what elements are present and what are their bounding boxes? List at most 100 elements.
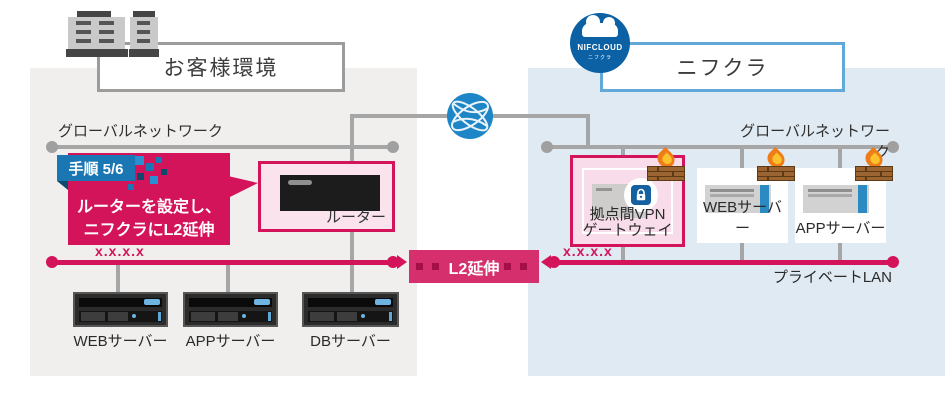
- gateway-led: [596, 188, 612, 191]
- nifcloud-logo-icon: NIFCLOUD ニフクラ: [570, 13, 630, 73]
- pixel-decoration: [156, 157, 162, 163]
- connector-line: [838, 147, 842, 168]
- rack-chip: [254, 299, 270, 305]
- cloud-shape: [582, 15, 618, 37]
- callout-text-line2: ニフクラにL2延伸: [83, 222, 215, 239]
- rack-chip: [375, 299, 391, 305]
- firewall-icon: [855, 146, 893, 181]
- rack-slot: [79, 311, 162, 322]
- router-led: [288, 180, 312, 185]
- step-badge-fold: [57, 181, 68, 190]
- connector-line: [586, 114, 590, 147]
- firewall-icon: [647, 146, 685, 181]
- brick-wall-shape: [855, 166, 893, 181]
- lan-endpoint-dot: [887, 256, 899, 268]
- firewall-icon: [757, 146, 795, 181]
- nifcloud-global-network-line: [545, 145, 895, 149]
- line-endpoint-dot: [887, 141, 899, 153]
- nifcloud-logo-subtext: ニフクラ: [587, 55, 612, 61]
- lan-arrow-right: [397, 255, 407, 269]
- pixel-decoration: [161, 169, 167, 175]
- rack-slot: [189, 311, 272, 322]
- server-icon: [803, 185, 869, 213]
- nifcloud-logo-text: NIFCLOUD: [577, 43, 623, 52]
- web-server-label: WEBサーバー: [73, 333, 168, 350]
- customer-global-network-line: [50, 145, 395, 149]
- connector-line: [740, 243, 744, 261]
- lan-endpoint-dot: [46, 256, 58, 268]
- router-device-icon: [280, 175, 380, 211]
- pixel-decoration: [146, 163, 154, 171]
- vpn-inner-frame: [582, 168, 673, 234]
- lock-icon: [631, 185, 651, 205]
- app-server-label-cloud: APPサーバー: [795, 220, 886, 237]
- globe-icon: [446, 92, 494, 140]
- customer-title: お客様環境: [163, 57, 279, 80]
- building-windows: [76, 21, 91, 45]
- line-endpoint-dot: [541, 141, 553, 153]
- server-stripe: [858, 185, 867, 213]
- rack-server-icon: [73, 292, 168, 327]
- step-badge: 手順 5/6: [57, 155, 135, 181]
- building-icon: [63, 11, 163, 58]
- callout-pointer: [228, 176, 258, 198]
- dashed-link-right: [504, 263, 533, 270]
- building-roof: [133, 11, 155, 17]
- line-endpoint-dot: [46, 141, 58, 153]
- router-card: ルーター: [258, 161, 395, 232]
- callout-text-line1: ルーターを設定し、: [76, 199, 221, 216]
- server-slot: [710, 189, 754, 192]
- connector-line: [350, 114, 354, 161]
- rack-slot: [308, 298, 393, 307]
- nifcloud-ip-label: x.x.x.x: [563, 243, 613, 259]
- l2-extension-label: L2延伸: [448, 260, 500, 278]
- rack-server-icon: [302, 292, 399, 327]
- rack-slot: [79, 298, 162, 307]
- building-base: [66, 49, 128, 57]
- nifcloud-private-lan-line: [552, 260, 893, 265]
- vpn-gateway-label-line2: ゲートウェイ: [582, 222, 673, 239]
- brick-wall-shape: [647, 166, 685, 181]
- customer-global-network-label: グローバルネットワーク: [58, 123, 223, 140]
- server-slot: [808, 194, 852, 197]
- connector-line: [838, 243, 842, 261]
- line-endpoint-dot: [387, 141, 399, 153]
- connector-line: [621, 247, 625, 261]
- rack-chip: [144, 299, 160, 305]
- private-lan-label: プライベートLAN: [772, 269, 892, 286]
- dashed-link-left: [415, 263, 444, 270]
- rack-slot: [189, 298, 272, 307]
- connector-line: [740, 147, 744, 168]
- server-slot: [808, 189, 852, 192]
- lan-endpoint-dot: [387, 256, 399, 268]
- rack-slot: [308, 311, 393, 322]
- building-base: [129, 49, 159, 57]
- web-server-label-cloud: WEBサーバー: [702, 199, 783, 237]
- connector-line: [116, 263, 120, 292]
- db-server-label: DBサーバー: [310, 333, 391, 350]
- brick-wall-shape: [757, 166, 795, 181]
- customer-ip-label: x.x.x.x: [95, 243, 145, 259]
- connector-line: [621, 147, 625, 155]
- building-roof: [77, 11, 111, 17]
- lan-arrow-left: [541, 255, 551, 269]
- customer-private-lan-line: [52, 260, 397, 265]
- server-stripe: [760, 185, 769, 213]
- lan-endpoint-dot: [548, 256, 560, 268]
- lock-badge: [624, 178, 658, 212]
- app-server-label: APPサーバー: [185, 333, 276, 350]
- connector-line: [226, 263, 230, 292]
- server-icon: [705, 185, 771, 213]
- nifcloud-global-network-label: グローバルネットワーク: [740, 123, 890, 161]
- web-server-card-cloud: WEBサーバー: [697, 168, 788, 243]
- nifcloud-title: ニフクラ: [676, 57, 769, 80]
- building-windows: [99, 21, 114, 45]
- vpn-gateway-label-line1: 拠点間VPN: [589, 206, 666, 223]
- router-label: ルーター: [325, 209, 386, 226]
- rack-server-icon: [183, 292, 278, 327]
- l2-extension-box: L2延伸: [409, 250, 539, 283]
- pixel-decoration: [135, 156, 144, 165]
- pixel-decoration: [128, 184, 134, 190]
- nifcloud-title-box: ニフクラ: [600, 42, 845, 92]
